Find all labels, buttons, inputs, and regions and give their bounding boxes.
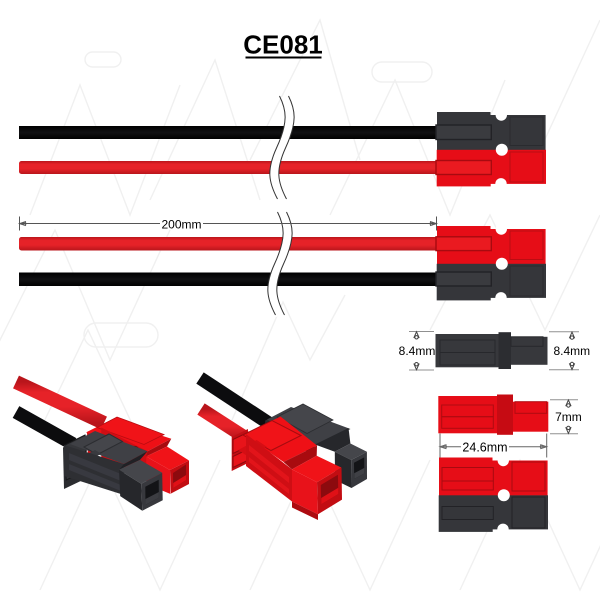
svg-text:200mm: 200mm: [161, 217, 201, 231]
svg-text:7mm: 7mm: [555, 410, 582, 424]
svg-text:CE081: CE081: [243, 30, 323, 60]
svg-text:24.6mm: 24.6mm: [462, 440, 507, 454]
svg-text:8.4mm: 8.4mm: [553, 344, 590, 358]
svg-text:8.4mm: 8.4mm: [399, 344, 436, 358]
